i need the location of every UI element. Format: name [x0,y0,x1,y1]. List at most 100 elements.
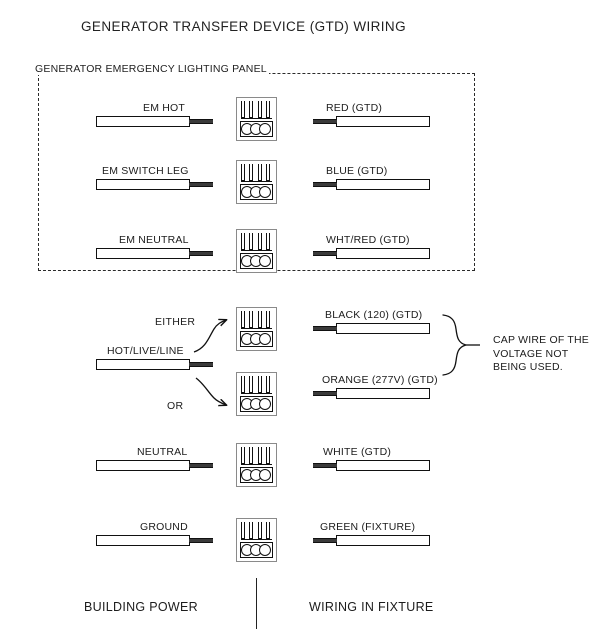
connector-prongs [241,311,272,329]
connector-prong [241,101,245,118]
wire-conductor [189,538,213,543]
connector-prong [241,447,245,464]
connector-prong [258,233,262,250]
wire-label-em-switch-leg: EM SWITCH LEG [102,165,189,177]
connector-bar [241,539,272,540]
wire-hot-live-line [96,359,213,370]
wire-conductor [189,463,213,468]
wire-green-fixture [313,535,430,546]
wire-jacket [96,359,190,370]
connector-prong [241,233,245,250]
wire-jacket [336,116,430,127]
wire-conductor [313,463,337,468]
wire-conductor [313,182,337,187]
wire-conductor [313,326,337,331]
cap-wire-note: CAP WIRE OF THE VOLTAGE NOT BEING USED. [493,334,601,375]
connector-prongs [241,164,272,182]
connector-prong [249,233,253,250]
connector-lugs [240,331,273,347]
connector-bar [241,464,272,465]
connector-lug [259,333,271,345]
wire-nut-connector-icon [236,443,277,487]
wire-jacket [96,179,190,190]
wiring-row-orange-277: ORANGE (277V) (GTD) [0,370,603,416]
wire-label-hot-live-line: HOT/LIVE/LINE [107,345,184,357]
wire-label-orange-277v-gtd: ORANGE (277V) (GTD) [322,374,438,386]
wiring-row-neutral: NEUTRAL WHITE (GTD) [0,440,603,487]
connector-lugs [240,184,273,200]
connector-bar [241,328,272,329]
wire-em-switch-leg [96,179,213,190]
wire-conductor [313,251,337,256]
connector-prong [258,376,262,393]
wiring-row-ground: GROUND GREEN (FIXTURE) [0,510,603,562]
wire-neutral [96,460,213,471]
connector-lug [259,123,271,135]
wire-label-black-120-gtd: BLACK (120) (GTD) [325,309,423,321]
wire-label-em-hot: EM HOT [143,102,186,114]
wire-label-green-fixture: GREEN (FIXTURE) [320,521,416,533]
wire-jacket [96,248,190,259]
connector-prong [266,233,270,250]
wire-jacket [96,460,190,471]
connector-prong [249,101,253,118]
wire-conductor [189,119,213,124]
wire-nut-connector-icon [236,97,277,141]
wire-blue-gtd [313,179,430,190]
connector-bar [241,181,272,182]
branch-label-either: EITHER [155,316,196,328]
wiring-row-em-neutral: EM NEUTRAL WHT/RED (GTD) [0,229,603,278]
wire-nut-connector-icon [236,372,277,416]
wire-label-ground: GROUND [140,521,188,533]
connector-prong [241,311,245,328]
wire-black-120-gtd [313,323,430,334]
wire-label-em-neutral: EM NEUTRAL [119,234,189,246]
wire-jacket [336,535,430,546]
wire-conductor [313,391,337,396]
wire-jacket [96,535,190,546]
cap-wire-note-line-1: CAP WIRE OF THE [493,334,589,346]
connector-prong [241,522,245,539]
wire-jacket [336,248,430,259]
connector-prong [241,376,245,393]
wire-label-red-gtd: RED (GTD) [326,102,383,114]
cap-wire-note-line-3: BEING USED. [493,361,563,373]
connector-lug [259,398,271,410]
connector-prong [249,447,253,464]
wire-white-gtd [313,460,430,471]
connector-lugs [240,542,273,558]
connector-prong [258,164,262,181]
connector-lugs [240,396,273,412]
connector-lug [259,186,271,198]
wire-nut-connector-icon [236,229,277,273]
connector-prongs [241,233,272,251]
connector-prong [249,376,253,393]
panel-box-label: GENERATOR EMERGENCY LIGHTING PANEL [33,63,269,75]
wire-nut-connector-icon [236,160,277,204]
wire-red-gtd [313,116,430,127]
page-title: GENERATOR TRANSFER DEVICE (GTD) WIRING [81,19,406,34]
connector-bar [241,250,272,251]
branch-label-or: OR [167,400,184,412]
connector-prong [266,376,270,393]
wiring-row-em-hot: EM HOT RED (GTD) [0,97,603,146]
connector-prong [241,164,245,181]
wire-em-neutral [96,248,213,259]
wiring-row-black-120: BLACK (120) (GTD) [0,305,603,351]
connector-lug [259,544,271,556]
wire-label-wht-red-gtd: WHT/RED (GTD) [326,234,410,246]
wire-label-neutral: NEUTRAL [137,446,188,458]
connector-prong [249,311,253,328]
wire-ground [96,535,213,546]
wire-jacket [336,460,430,471]
wire-nut-connector-icon [236,307,277,351]
footer-label-wiring-in-fixture: WIRING IN FIXTURE [309,600,434,614]
connector-prong [258,101,262,118]
wire-conductor [189,182,213,187]
wire-jacket [336,388,430,399]
connector-prong [266,164,270,181]
connector-lugs [240,121,273,137]
connector-prong [266,311,270,328]
connector-bar [241,118,272,119]
connector-prong [258,447,262,464]
